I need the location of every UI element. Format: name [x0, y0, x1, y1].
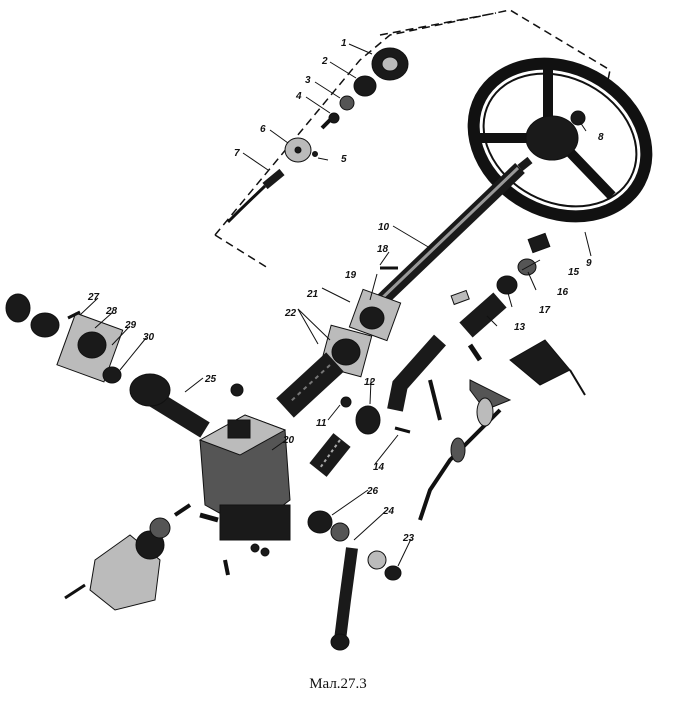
steering-gear-housing	[198, 414, 291, 576]
callout-7: 7	[234, 148, 240, 159]
callout-numbers: 1 2 3 4 5 6 7 8 9 10 11 12 13 14 15 16 1…	[87, 38, 604, 544]
callout-29: 29	[124, 320, 137, 331]
column-housing-group	[276, 266, 402, 418]
worm-spring-group	[309, 396, 411, 477]
callout-3: 3	[305, 75, 311, 86]
callout-15: 15	[568, 267, 580, 278]
sector-shaft-group	[5, 293, 244, 438]
lever-bracket-group	[387, 334, 586, 521]
steering-wheel	[467, 57, 653, 223]
callout-26: 26	[366, 486, 379, 497]
callout-20: 20	[282, 435, 295, 446]
callout-16: 16	[557, 287, 569, 298]
callout-21: 21	[306, 289, 319, 300]
callout-1: 1	[341, 38, 347, 49]
callout-12: 12	[364, 377, 376, 388]
column-bushing-group	[450, 232, 551, 338]
callout-9: 9	[586, 258, 592, 269]
callout-28: 28	[105, 306, 118, 317]
callout-19: 19	[345, 270, 357, 281]
callout-2: 2	[321, 56, 328, 67]
end-plate-group	[64, 503, 192, 611]
steering-column-shaft	[377, 156, 533, 306]
callout-13: 13	[514, 322, 526, 333]
leader-lines	[79, 43, 592, 567]
callout-8: 8	[598, 132, 604, 143]
callout-18: 18	[377, 244, 389, 255]
callout-27: 27	[87, 292, 100, 303]
callout-30: 30	[143, 332, 155, 343]
assembly-dashed-outline	[214, 9, 611, 269]
callout-24: 24	[382, 506, 395, 517]
callout-6: 6	[260, 124, 266, 135]
callout-17: 17	[539, 305, 551, 316]
callout-23: 23	[402, 533, 415, 544]
callout-5: 5	[341, 154, 347, 165]
callout-10: 10	[378, 222, 390, 233]
callout-14: 14	[373, 462, 385, 473]
callout-11: 11	[316, 418, 327, 429]
figure-caption: Мал.27.3	[309, 676, 367, 692]
pitman-arm-group	[307, 510, 402, 651]
callout-25: 25	[204, 374, 217, 385]
callout-22: 22	[284, 308, 297, 319]
horn-button-group	[226, 47, 409, 224]
callout-4: 4	[295, 91, 302, 102]
